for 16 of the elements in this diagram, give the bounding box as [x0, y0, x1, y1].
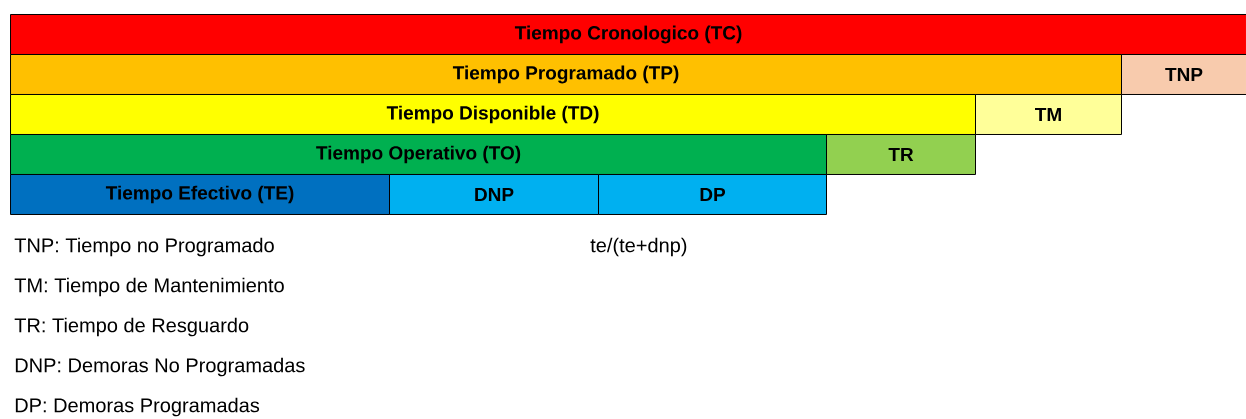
legend-text: te/(te+dnp): [590, 237, 687, 257]
bar-segment: Tiempo Cronologico (TC): [10, 14, 1246, 55]
legend-text: TNP: Tiempo no Programado: [14, 237, 274, 257]
legend-text: DNP: Demoras No Programadas: [15, 357, 305, 377]
bar-segment: TNP: [1121, 54, 1246, 95]
bar-segment: DNP: [389, 174, 599, 215]
bar-segment: DP: [598, 174, 827, 215]
bar-segment: Tiempo Disponible (TD): [10, 94, 976, 135]
legend-text: DP: Demoras Programadas: [15, 397, 260, 417]
legend-text: TR: Tiempo de Resguardo: [14, 317, 249, 337]
bar-segment: Tiempo Operativo (TO): [10, 134, 827, 175]
bar-segment: Tiempo Efectivo (TE): [10, 174, 390, 215]
bar-segment: Tiempo Programado (TP): [10, 54, 1122, 95]
bar-segment: TM: [975, 94, 1122, 135]
legend-text: TM: Tiempo de Mantenimiento: [14, 277, 284, 297]
bar-segment: TR: [826, 134, 976, 175]
